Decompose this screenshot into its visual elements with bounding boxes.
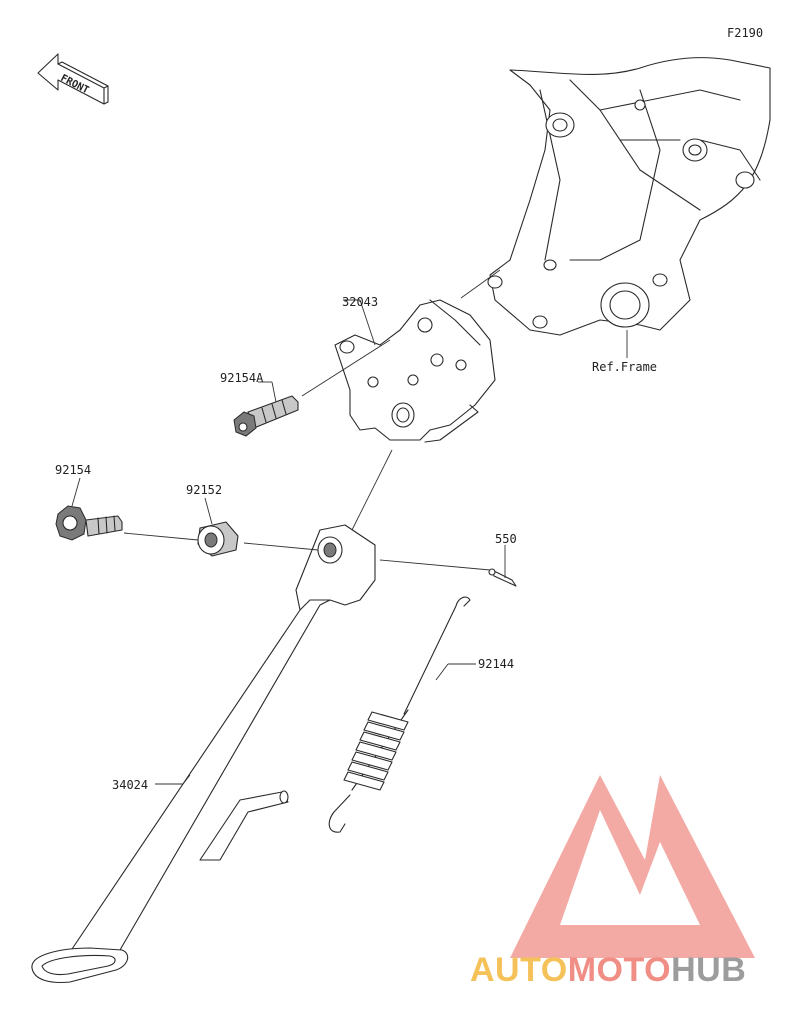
side-stand-34024-drawing [31,524,376,984]
part-label-34024[interactable]: 34024 [112,778,149,792]
part-label-92154[interactable]: 92154 [55,463,92,477]
part-label-92144[interactable]: 92144 [478,657,515,671]
part-label-32043[interactable]: 32043 [342,295,379,309]
part-label-92154a[interactable]: 92154A [220,371,264,385]
ref-frame-label: Ref.Frame [592,360,658,374]
bracket-32043-drawing [334,299,496,443]
spring-92144-drawing [328,596,471,833]
watermark-part-auto: AUTO [470,951,568,989]
bolt-92154a-drawing [233,395,299,437]
diagram-code: F2190 [727,26,764,40]
part-label-92152[interactable]: 92152 [186,483,223,497]
bolt-92154-drawing [55,505,123,541]
collar-92152-drawing [197,521,239,557]
watermark-part-hub: HUB [671,951,747,989]
spring-coil [343,711,409,791]
watermark-part-moto: MOTO [567,951,672,989]
cotter-pin-550-drawing [488,568,517,587]
watermark-wordmark: AUTOMOTOHUB [470,950,746,990]
frame-reference-drawing [487,57,771,336]
front-arrow-icon [37,53,109,105]
leader-lines [71,269,628,785]
watermark-logo-icon [510,775,755,958]
part-label-550[interactable]: 550 [495,532,517,546]
